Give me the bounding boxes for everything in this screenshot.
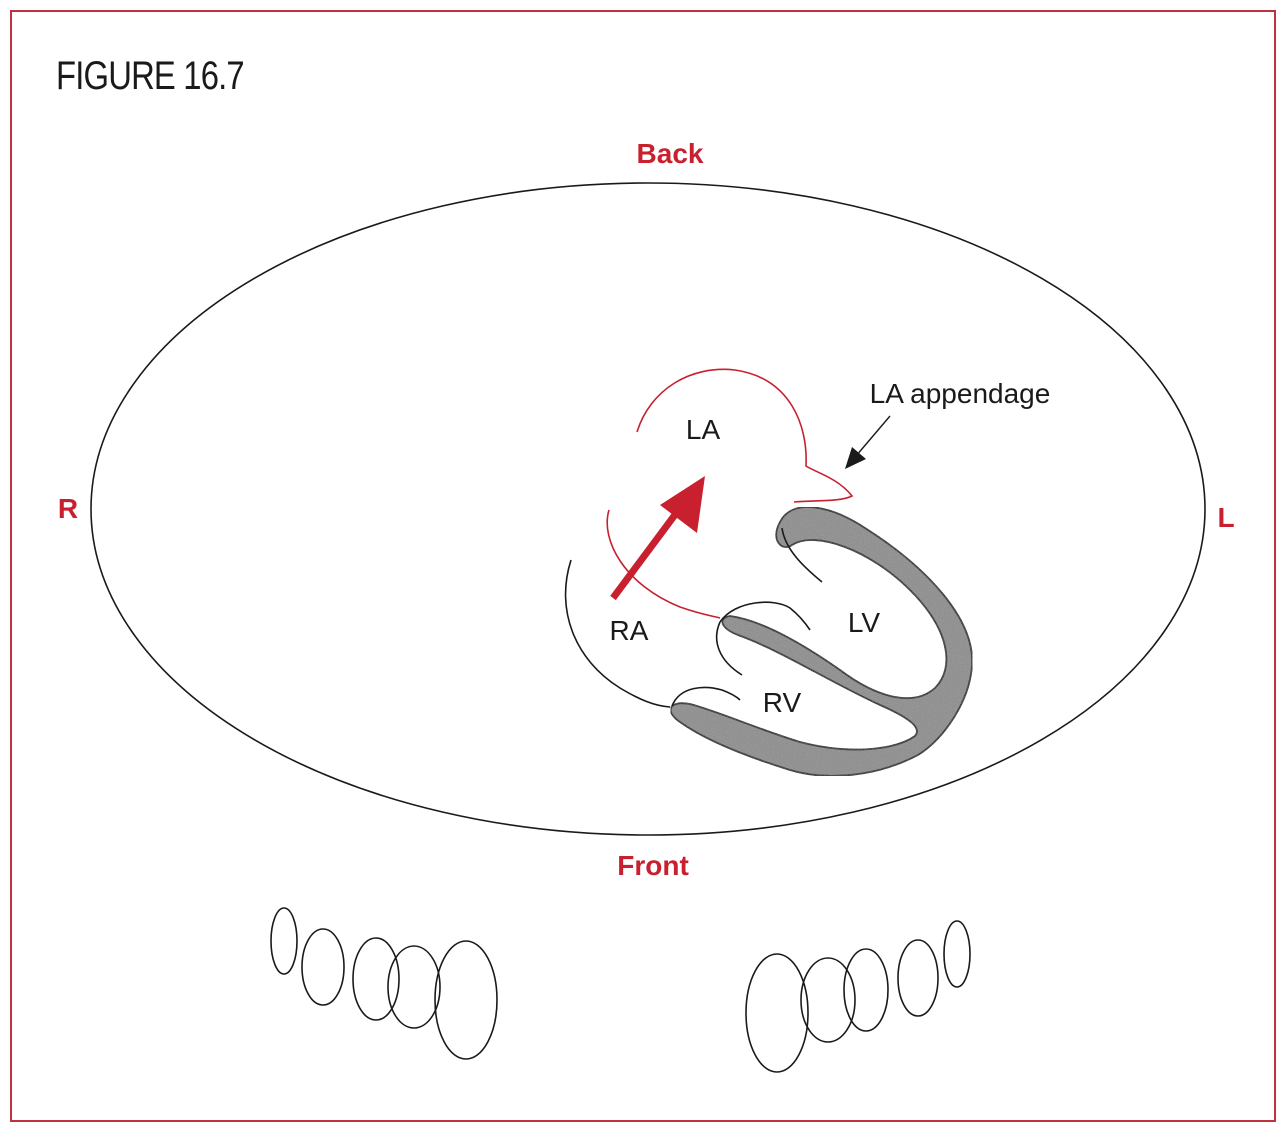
rib-ellipse xyxy=(434,940,498,1060)
rib-ellipse xyxy=(800,957,856,1043)
interatrial-septum xyxy=(606,509,721,619)
label-rv: RV xyxy=(763,687,802,718)
ventricular-myocardium xyxy=(669,506,973,777)
rib-ellipse xyxy=(943,920,971,988)
label-right: R xyxy=(58,493,78,524)
tricuspid-leaflet-anterior xyxy=(671,686,741,707)
flow-arrow-head xyxy=(660,476,705,533)
mitral-leaflet-posterior xyxy=(719,601,811,631)
rib-ellipse xyxy=(897,939,939,1017)
label-la-appendage: LA appendage xyxy=(870,378,1051,409)
rib-ellipse xyxy=(301,928,345,1006)
label-lv: LV xyxy=(848,607,880,638)
label-front: Front xyxy=(617,850,689,881)
rib-ellipse xyxy=(843,948,889,1032)
rib-ellipses-right-side xyxy=(270,907,498,1060)
label-back: Back xyxy=(637,138,704,169)
appendage-pointer-line xyxy=(855,415,891,457)
label-la: LA xyxy=(686,414,721,445)
right-atrium-wall xyxy=(564,559,671,708)
rib-ellipse xyxy=(270,907,298,975)
left-atrium-wall xyxy=(636,368,854,503)
tricuspid-leaflet-septal xyxy=(715,621,743,676)
label-ra: RA xyxy=(610,615,649,646)
rib-ellipse xyxy=(352,937,400,1021)
rib-ellipse xyxy=(387,945,441,1029)
figure-frame xyxy=(10,10,1276,1122)
label-left: L xyxy=(1217,502,1234,533)
appendage-pointer-head xyxy=(845,447,866,469)
flow-arrow-shaft xyxy=(610,505,683,601)
rib-ellipses-left-side xyxy=(745,920,971,1073)
chest-outline xyxy=(90,182,1206,836)
figure-title: FIGURE 16.7 xyxy=(56,54,245,98)
mitral-leaflet-anterior xyxy=(781,527,823,583)
rib-ellipse xyxy=(745,953,809,1073)
